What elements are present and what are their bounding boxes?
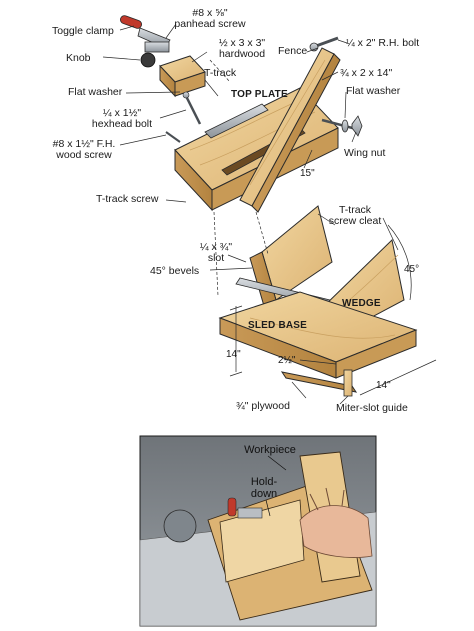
label-slot-size: ¼ x ¾" bbox=[199, 241, 233, 253]
sled-base bbox=[218, 291, 418, 379]
label-top-plate: TOP PLATE bbox=[231, 89, 288, 100]
label-t-track: T-track bbox=[204, 67, 237, 79]
photo-inset bbox=[139, 435, 377, 627]
label-cleat-t-track: T-track bbox=[338, 204, 372, 216]
label-45-bevels: 45° bevels bbox=[150, 265, 200, 277]
label-wood-screw-size: #8 x 1½" F.H. bbox=[52, 138, 116, 150]
wood-screw-graphic bbox=[165, 131, 181, 143]
dim-base-depth: 14" bbox=[226, 349, 241, 360]
t-track bbox=[204, 103, 269, 139]
label-slot: slot bbox=[207, 252, 225, 264]
label-wood-screw: wood screw bbox=[56, 149, 112, 161]
label-knob: Knob bbox=[66, 52, 91, 64]
label-hexhead-bolt: hexhead bolt bbox=[91, 118, 153, 130]
label-panhead-screw-size: #8 x ⅝" bbox=[192, 7, 228, 19]
label-wing-nut: Wing nut bbox=[344, 147, 386, 159]
label-fence: Fence bbox=[278, 45, 308, 57]
hexhead-bolt bbox=[182, 91, 202, 125]
label-flat-washer-right: Flat washer bbox=[346, 85, 401, 97]
label-hardwood-size: ½ x 3 x 3" bbox=[218, 37, 266, 49]
label-plywood: ¾" plywood bbox=[236, 400, 290, 412]
dim-guide-offset: 2½" bbox=[278, 355, 296, 366]
label-miter-slot-guide: Miter-slot guide bbox=[336, 402, 408, 414]
label-flat-washer-left: Flat washer bbox=[68, 86, 123, 98]
label-hardwood: hardwood bbox=[218, 48, 266, 60]
hardwood-block bbox=[159, 55, 206, 98]
wing-nut-assembly bbox=[321, 115, 363, 137]
knob-graphic bbox=[140, 52, 156, 68]
label-t-track-screw: T-track screw bbox=[96, 193, 159, 205]
dim-base-width: 14" bbox=[376, 380, 391, 391]
label-panhead-screw: panhead screw bbox=[174, 18, 246, 30]
fence bbox=[239, 47, 341, 213]
label-screw-cleat: screw cleat bbox=[328, 215, 382, 227]
dim-wedge-angle: 45° bbox=[404, 264, 420, 275]
label-fence-stock: ¾ x 2 x 14" bbox=[340, 67, 393, 79]
label-toggle-clamp: Toggle clamp bbox=[52, 25, 114, 37]
label-rh-bolt: ¼ x 2" R.H. bolt bbox=[346, 37, 420, 49]
label-hexhead-bolt-size: ¼ x 1½" bbox=[102, 107, 142, 119]
toggle-clamp-graphic bbox=[120, 15, 171, 53]
label-sled-base: SLED BASE bbox=[248, 320, 308, 331]
leader-lines bbox=[102, 23, 437, 405]
dim-top-length: 15" bbox=[300, 168, 315, 179]
photo-label-down: down bbox=[250, 488, 278, 500]
label-wedge: WEDGE bbox=[342, 298, 381, 309]
photo-label-hold: Hold- bbox=[250, 476, 278, 488]
photo-label-workpiece: Workpiece bbox=[244, 444, 296, 456]
